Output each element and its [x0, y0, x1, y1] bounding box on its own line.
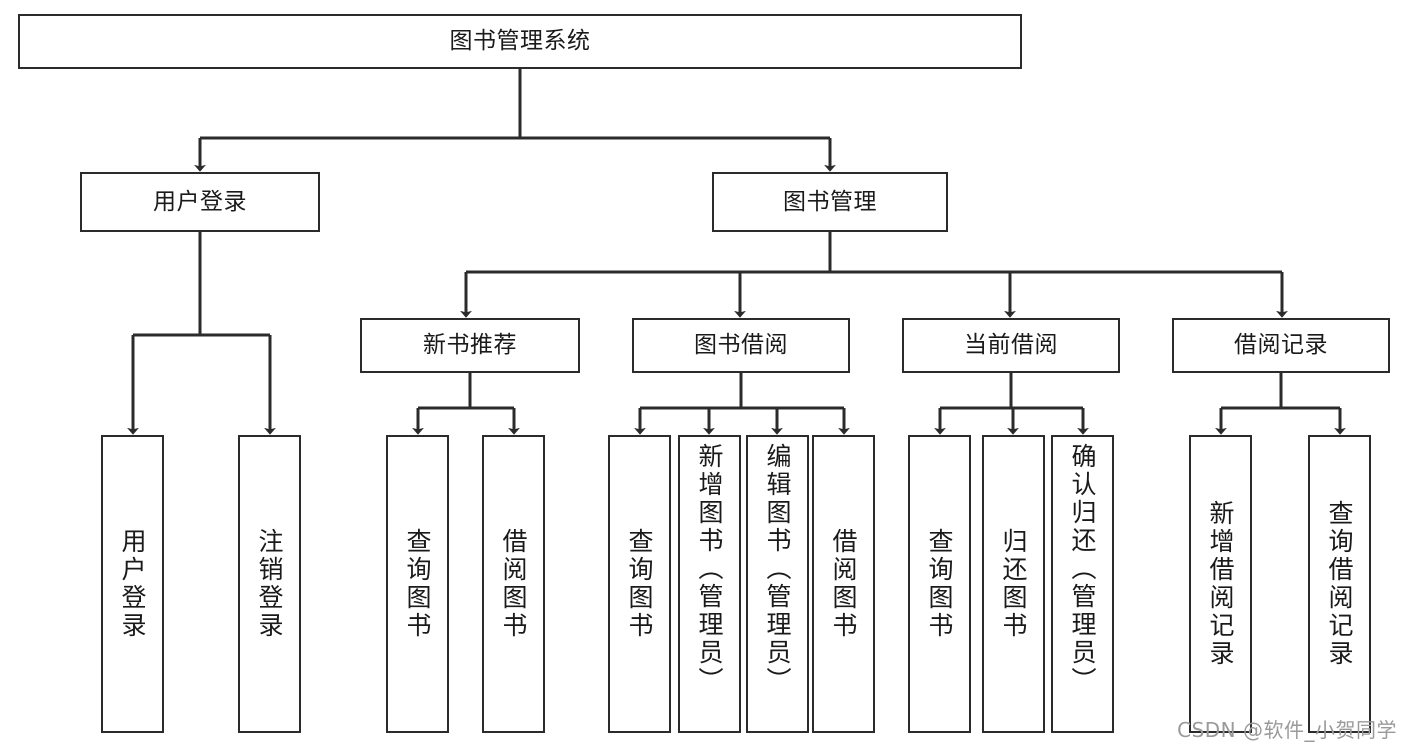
node-leaf-7[interactable]: 借阅图书 — [812, 435, 875, 733]
node-leaf-2[interactable]: 查询图书 — [386, 435, 449, 733]
node-leaf-4-label: 查询图书 — [625, 528, 654, 640]
node-leaf-0-label: 用户登录 — [118, 528, 147, 640]
node-level1-0-label: 用户登录 — [153, 188, 247, 215]
node-level2-2-label: 当前借阅 — [964, 332, 1058, 359]
node-level2-0-label: 新书推荐 — [423, 332, 517, 359]
node-leaf-6-label: 编辑图书（管理员） — [763, 443, 792, 695]
node-level1-1[interactable]: 图书管理 — [712, 172, 948, 232]
node-leaf-11[interactable]: 新增借阅记录 — [1189, 435, 1252, 733]
node-level1-0[interactable]: 用户登录 — [80, 172, 320, 232]
node-leaf-10-label: 确认归还（管理员） — [1068, 443, 1097, 695]
node-leaf-11-label: 新增借阅记录 — [1206, 500, 1235, 668]
node-level2-1[interactable]: 图书借阅 — [632, 318, 850, 373]
node-leaf-6[interactable]: 编辑图书（管理员） — [746, 435, 809, 733]
node-root-system[interactable]: 图书管理系统 — [18, 14, 1022, 69]
node-level2-3-label: 借阅记录 — [1234, 332, 1328, 359]
node-leaf-12-label: 查询借阅记录 — [1325, 500, 1354, 668]
watermark-text: CSDN @软件_小贺同学 — [1177, 718, 1397, 742]
node-level2-2[interactable]: 当前借阅 — [902, 318, 1120, 373]
node-leaf-8[interactable]: 查询图书 — [908, 435, 971, 733]
node-leaf-4[interactable]: 查询图书 — [608, 435, 671, 733]
node-leaf-10[interactable]: 确认归还（管理员） — [1051, 435, 1114, 733]
node-leaf-0[interactable]: 用户登录 — [101, 435, 164, 733]
node-leaf-1-label: 注销登录 — [255, 528, 284, 640]
node-level1-1-label: 图书管理 — [783, 188, 877, 215]
node-level2-1-label: 图书借阅 — [694, 332, 788, 359]
node-level2-3[interactable]: 借阅记录 — [1172, 318, 1390, 373]
node-leaf-12[interactable]: 查询借阅记录 — [1308, 435, 1371, 733]
node-leaf-1[interactable]: 注销登录 — [238, 435, 301, 733]
node-leaf-5[interactable]: 新增图书（管理员） — [678, 435, 741, 733]
node-leaf-7-label: 借阅图书 — [829, 528, 858, 640]
node-level2-0[interactable]: 新书推荐 — [360, 318, 580, 373]
node-leaf-9[interactable]: 归还图书 — [982, 435, 1045, 733]
node-leaf-2-label: 查询图书 — [403, 528, 432, 640]
node-leaf-5-label: 新增图书（管理员） — [695, 443, 724, 695]
node-root-system-label: 图书管理系统 — [449, 28, 591, 55]
node-leaf-3-label: 借阅图书 — [499, 528, 528, 640]
node-leaf-8-label: 查询图书 — [925, 528, 954, 640]
node-leaf-3[interactable]: 借阅图书 — [482, 435, 545, 733]
node-leaf-9-label: 归还图书 — [999, 528, 1028, 640]
